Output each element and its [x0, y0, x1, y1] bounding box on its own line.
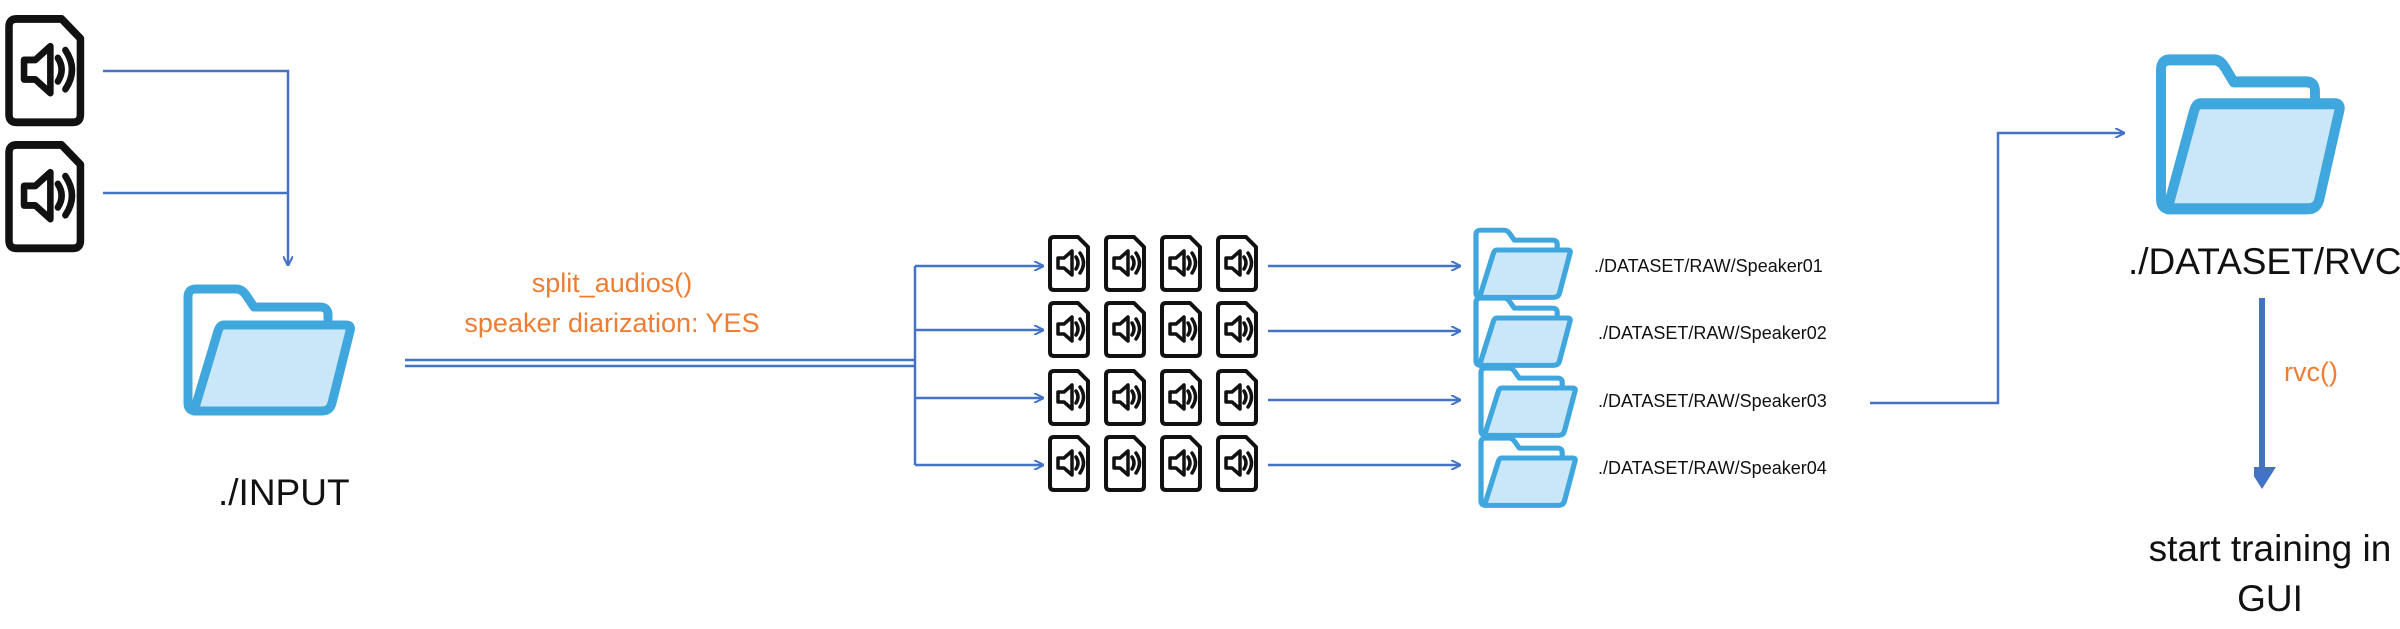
speaker-folder-label: ./DATASET/RAW/Speaker03 [1598, 391, 1827, 411]
split-audio-file-icon [1160, 235, 1202, 292]
speaker-folder-icon [1481, 438, 1575, 505]
split-audio-file-icon [1160, 301, 1202, 358]
speaker-folder-label: ./DATASET/RAW/Speaker01 [1594, 256, 1823, 276]
rvc-folder-icon [2161, 60, 2340, 209]
input-folder-icon [188, 289, 351, 411]
input-connector [103, 69, 288, 265]
speaker-folder-label: ./DATASET/RAW/Speaker02 [1598, 323, 1827, 343]
speaker-folder-icon [1476, 298, 1570, 365]
split-audio-file-icon [1160, 435, 1202, 492]
next-step-label-line2: GUI [2237, 578, 2303, 619]
split-audio-file-icon [1048, 301, 1090, 358]
speaker-audio-grid [1048, 235, 1258, 492]
split-audio-file-icon [1104, 235, 1146, 292]
split-audio-file-icon [1048, 369, 1090, 426]
input-folder-label: ./INPUT [218, 472, 350, 513]
rvc-function-label: rvc() [2284, 357, 2338, 387]
split-audio-file-icon [1216, 369, 1258, 426]
rvc-folder-label: ./DATASET/RVC [2128, 241, 2400, 282]
split-option-label: speaker diarization: YES [464, 308, 760, 338]
split-audio-file-icon [1104, 435, 1146, 492]
split-audio-file-icon [1216, 435, 1258, 492]
audio-file-icon [9, 145, 80, 248]
rvc-connector [1870, 133, 2124, 405]
split-audio-file-icon [1048, 435, 1090, 492]
split-audio-file-icon [1104, 369, 1146, 426]
speaker-folder-icon [1481, 368, 1575, 435]
speaker-folder-icon [1476, 230, 1570, 297]
speaker-folder-label: ./DATASET/RAW/Speaker04 [1598, 458, 1827, 478]
split-audio-file-icon [1160, 369, 1202, 426]
split-audio-file-icon [1216, 235, 1258, 292]
split-connector [405, 266, 1043, 465]
split-audio-file-icon [1104, 301, 1146, 358]
split-audio-file-icon [1048, 235, 1090, 292]
speaker-connectors [1268, 266, 1460, 465]
next-step-label-line1: start training in [2148, 528, 2392, 569]
audio-file-icon [9, 19, 80, 122]
split-audio-file-icon [1216, 301, 1258, 358]
split-function-label: split_audios() [531, 268, 693, 298]
